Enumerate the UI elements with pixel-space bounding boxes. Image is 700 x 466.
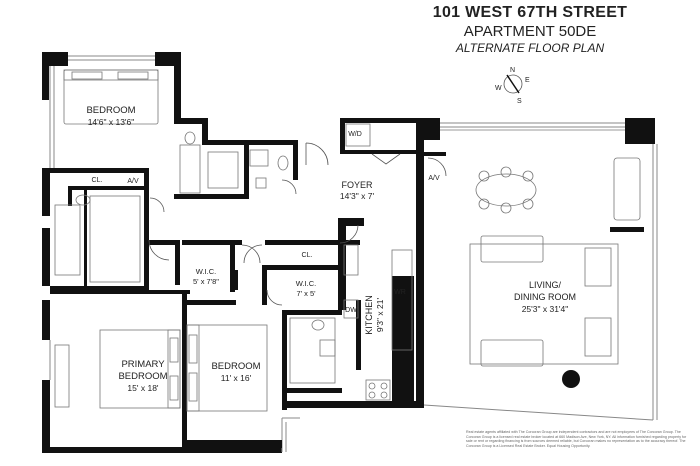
small-labels: W/D A/V A/V CL. CL. DW WR bbox=[92, 131, 440, 314]
wic2-name: W.I.C. bbox=[296, 279, 316, 288]
bedroom1-name: BEDROOM bbox=[86, 105, 135, 116]
primary-name: PRIMARY bbox=[121, 359, 165, 370]
compass-n: N bbox=[510, 67, 515, 74]
cl-top-label: CL. bbox=[92, 177, 103, 184]
living-name-2: DINING ROOM bbox=[514, 292, 576, 302]
wd-label: W/D bbox=[348, 131, 362, 138]
room-labels: BEDROOM 14'6" x 13'6" FOYER 14'3" x 7' W… bbox=[86, 105, 576, 393]
wic1-name: W.I.C. bbox=[196, 267, 216, 276]
compass-w: W bbox=[495, 85, 502, 92]
window-lines bbox=[49, 55, 658, 452]
outer-walls bbox=[42, 52, 655, 453]
living-dims: 25'3" x 31'4" bbox=[522, 304, 569, 314]
disclaimer-text: Real estate agents affiliated with The C… bbox=[466, 430, 687, 448]
wr-label: WR bbox=[394, 289, 406, 296]
living-name: LIVING/ bbox=[529, 280, 562, 290]
interior-walls bbox=[42, 118, 446, 450]
kitchen-name: KITCHEN bbox=[364, 295, 374, 335]
compass-s: S bbox=[517, 98, 522, 105]
bedroom1-dims: 14'6" x 13'6" bbox=[88, 117, 135, 127]
bedroom2-dims: 11' x 16' bbox=[221, 373, 252, 383]
wic1-dims: 5' x 7'8" bbox=[193, 277, 219, 286]
av-right-label: A/V bbox=[428, 175, 440, 182]
foyer-dims: 14'3" x 7' bbox=[340, 191, 375, 201]
cl-mid-label: CL. bbox=[302, 252, 313, 259]
apartment-title: APARTMENT 50DE bbox=[463, 23, 597, 40]
primary-name-2: BEDROOM bbox=[118, 371, 167, 382]
av-top-label: A/V bbox=[127, 178, 139, 185]
plan-subtitle: ALTERNATE FLOOR PLAN bbox=[455, 41, 605, 55]
compass-rose: N E S W bbox=[495, 67, 530, 105]
foyer-name: FOYER bbox=[341, 180, 373, 190]
living-wall-stub bbox=[610, 227, 644, 232]
kitchen-label: KITCHEN 9'3" x 21' bbox=[364, 295, 385, 335]
door-swings bbox=[148, 142, 447, 306]
fixtures bbox=[54, 69, 641, 412]
wic2-dims: 7' x 5' bbox=[296, 289, 316, 298]
plan-header: 101 WEST 67TH STREET APARTMENT 50DE ALTE… bbox=[410, 4, 650, 55]
address-title: 101 WEST 67TH STREET bbox=[432, 4, 628, 21]
bedroom2-name: BEDROOM bbox=[211, 361, 260, 372]
primary-dims: 15' x 18' bbox=[127, 383, 159, 393]
column-dot bbox=[562, 370, 580, 388]
compass-e: E bbox=[525, 77, 530, 84]
dw-label: DW bbox=[345, 307, 357, 314]
kitchen-dims: 9'3" x 21' bbox=[375, 298, 385, 333]
